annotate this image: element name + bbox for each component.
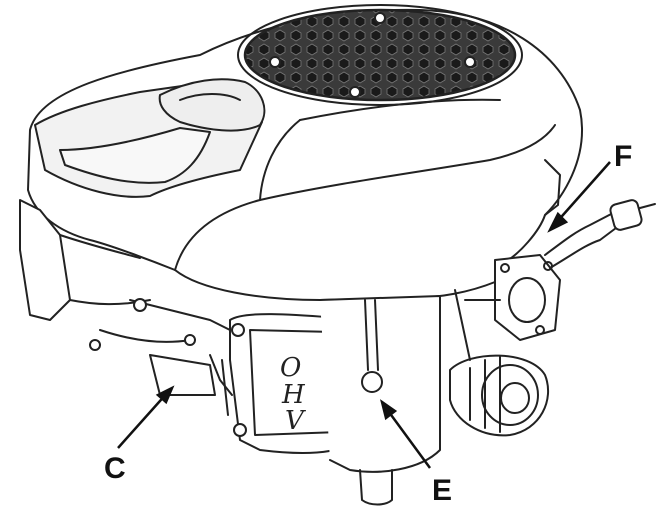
callout-arrow-c [117, 391, 169, 449]
callout-arrow-f [554, 161, 611, 225]
ohv-badge-letter: V [285, 406, 304, 436]
callout-arrow-e [384, 407, 432, 469]
fuel-hose [544, 211, 616, 256]
cooling-grille [243, 8, 517, 102]
shroud-recess [59, 127, 211, 184]
callout-label-c: C [104, 452, 126, 485]
dipstick-tube [364, 299, 369, 371]
callout-label-e: E [432, 474, 453, 507]
engine-block-left [19, 199, 71, 321]
ohv-badge-letter: O [280, 353, 302, 383]
ohv-badge-letter: H [282, 380, 305, 410]
throttle-linkage [129, 299, 231, 331]
callout-label-f: F [614, 140, 633, 173]
shroud-handle [158, 78, 266, 132]
